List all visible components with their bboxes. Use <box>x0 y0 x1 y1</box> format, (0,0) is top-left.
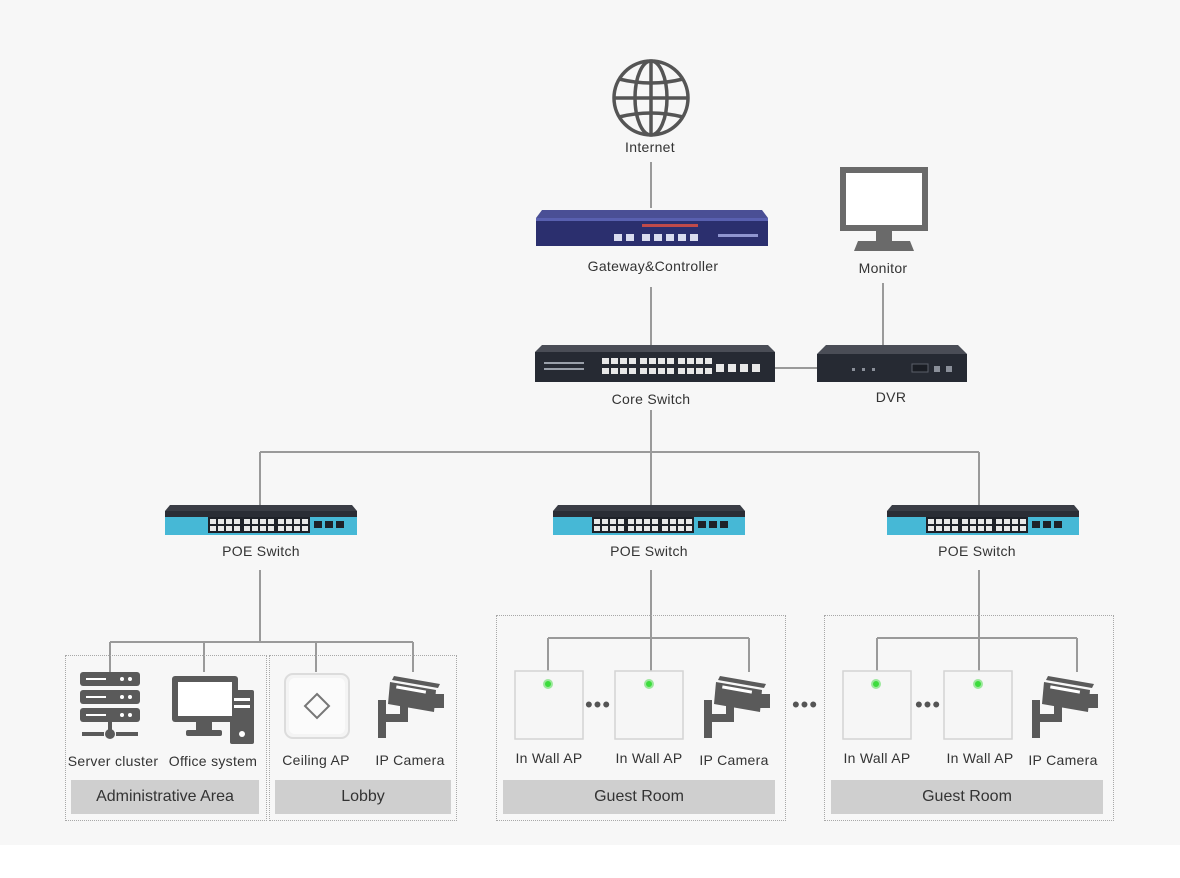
zone-guest-room-2 <box>824 615 1114 821</box>
monitor-icon <box>840 167 928 251</box>
ip-camera-icon <box>378 676 444 738</box>
ellipsis-dots: ••• <box>584 692 612 717</box>
zone-lobby <box>269 655 457 821</box>
core-switch-device-icon <box>535 345 775 382</box>
gateway-label: Gateway&Controller <box>587 258 719 274</box>
dvr-label: DVR <box>875 389 907 405</box>
in-wall-ap-icon <box>943 670 1013 740</box>
server-cluster-label: Server cluster <box>67 753 159 769</box>
ip-camera-label-lobby: IP Camera <box>375 752 445 768</box>
zone-label-administrative-area: Administrative Area <box>71 780 259 814</box>
office-system-label: Office system <box>168 753 258 769</box>
dvr-device-icon <box>817 345 967 382</box>
poe-switch-3-label: POE Switch <box>938 543 1016 559</box>
poe-switch-2-device-icon <box>553 505 745 535</box>
ip-camera-icon <box>1032 676 1098 738</box>
globe-icon <box>612 59 690 137</box>
in-wall-ap-label-1b: In Wall AP <box>615 750 683 766</box>
core-switch-label: Core Switch <box>611 391 691 407</box>
internet-label: Internet <box>625 139 675 155</box>
monitor-label: Monitor <box>858 260 908 276</box>
zone-label-lobby: Lobby <box>275 780 451 814</box>
ceiling-ap-label: Ceiling AP <box>282 752 350 768</box>
zone-label-guest-room-1: Guest Room <box>503 780 775 814</box>
in-wall-ap-label-2b: In Wall AP <box>946 750 1014 766</box>
poe-switch-1-label: POE Switch <box>222 543 300 559</box>
poe-switch-3-device-icon <box>887 505 1079 535</box>
poe-switch-2-label: POE Switch <box>610 543 688 559</box>
poe-switch-1-device-icon <box>165 505 357 535</box>
in-wall-ap-icon <box>614 670 684 740</box>
ip-camera-icon <box>704 676 770 738</box>
in-wall-ap-icon <box>514 670 584 740</box>
in-wall-ap-label-1a: In Wall AP <box>515 750 583 766</box>
ellipsis-dots: ••• <box>791 692 819 717</box>
in-wall-ap-label-2a: In Wall AP <box>843 750 911 766</box>
server-cluster-icon <box>80 672 140 739</box>
zone-guest-room-1 <box>496 615 786 821</box>
gateway-device-icon <box>536 210 768 246</box>
office-system-icon <box>172 676 254 744</box>
ceiling-ap-icon <box>284 673 350 739</box>
zone-label-guest-room-2: Guest Room <box>831 780 1103 814</box>
zone-administrative-area <box>65 655 267 821</box>
ip-camera-label-guest-2: IP Camera <box>1028 752 1098 768</box>
ellipsis-dots: ••• <box>914 692 942 717</box>
ip-camera-label-guest-1: IP Camera <box>699 752 769 768</box>
in-wall-ap-icon <box>842 670 912 740</box>
